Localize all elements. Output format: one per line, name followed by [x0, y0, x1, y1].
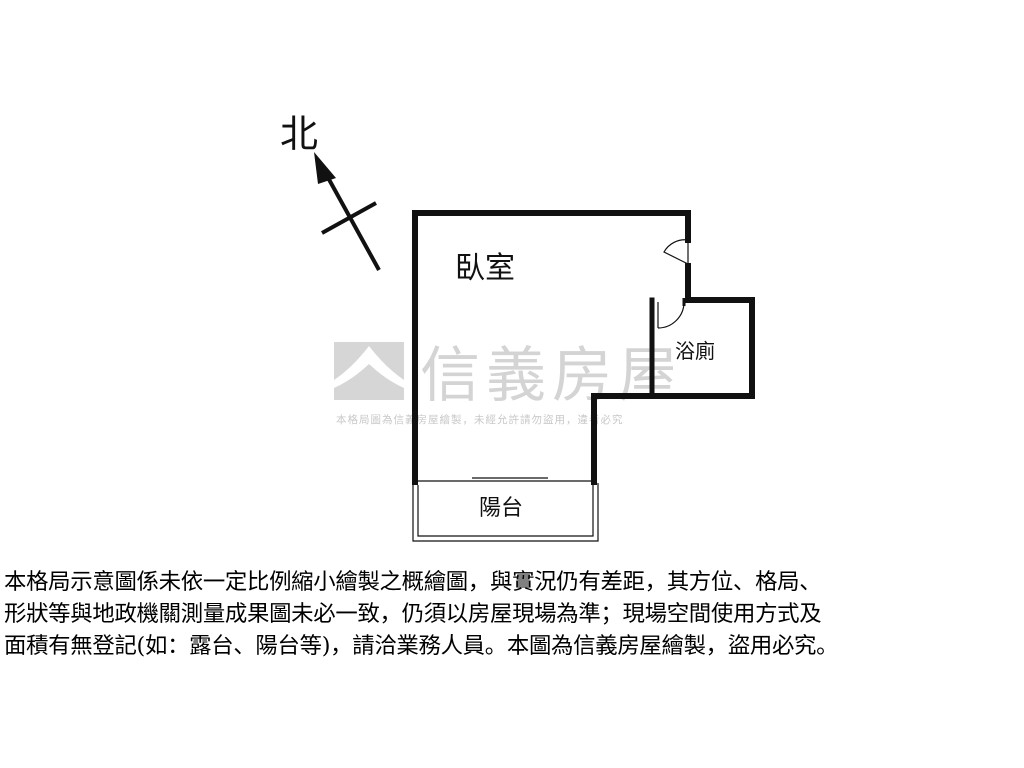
outer-wall-right	[591, 263, 755, 485]
north-arrow-crossbar	[321, 201, 377, 235]
north-label: 北	[280, 112, 318, 156]
floor-plan: 信義房屋 本格局圖為信義房屋繪製，未經允許請勿盜用，違者必究 北	[280, 112, 755, 542]
balcony-sliding-door	[412, 476, 597, 485]
compass: 北	[280, 112, 381, 271]
disclaimer-line: 本格局示意圖係未依一定比例縮小繪製之概繪圖，與實況仍有差距，其方位、格局、	[4, 569, 822, 595]
bathroom-door	[657, 298, 686, 329]
disclaimer-line: 面積有無登記(如：露台、陽台等)，請洽業務人員。本圖為信義房屋繪製，盜用必究。	[4, 633, 839, 659]
north-arrow-shaft	[324, 173, 381, 271]
walls	[412, 210, 755, 485]
room-label-balcony: 陽台	[479, 496, 523, 521]
watermark-logo-icon	[334, 342, 404, 400]
balcony-railing	[412, 483, 599, 542]
room-label-bathroom: 浴廁	[675, 339, 715, 363]
entrance-door	[663, 239, 689, 266]
watermark-brand: 信義房屋	[420, 341, 684, 411]
north-arrow-icon	[314, 152, 336, 184]
outer-wall-main	[412, 210, 691, 485]
disclaimer-line: 形狀等與地政機關測量成果圖未必一致，仍須以房屋現場為準；現場空間使用方式及	[4, 601, 822, 627]
watermark-notice: 本格局圖為信義房屋繪製，未經允許請勿盜用，違者必究	[336, 413, 624, 426]
room-label-bedroom: 臥室	[455, 251, 515, 286]
watermark: 信義房屋 本格局圖為信義房屋繪製，未經允許請勿盜用，違者必究	[334, 341, 684, 426]
disclaimer: 本格局示意圖係未依一定比例縮小繪製之概繪圖，與實況仍有差距，其方位、格局、 形狀…	[4, 566, 1024, 662]
